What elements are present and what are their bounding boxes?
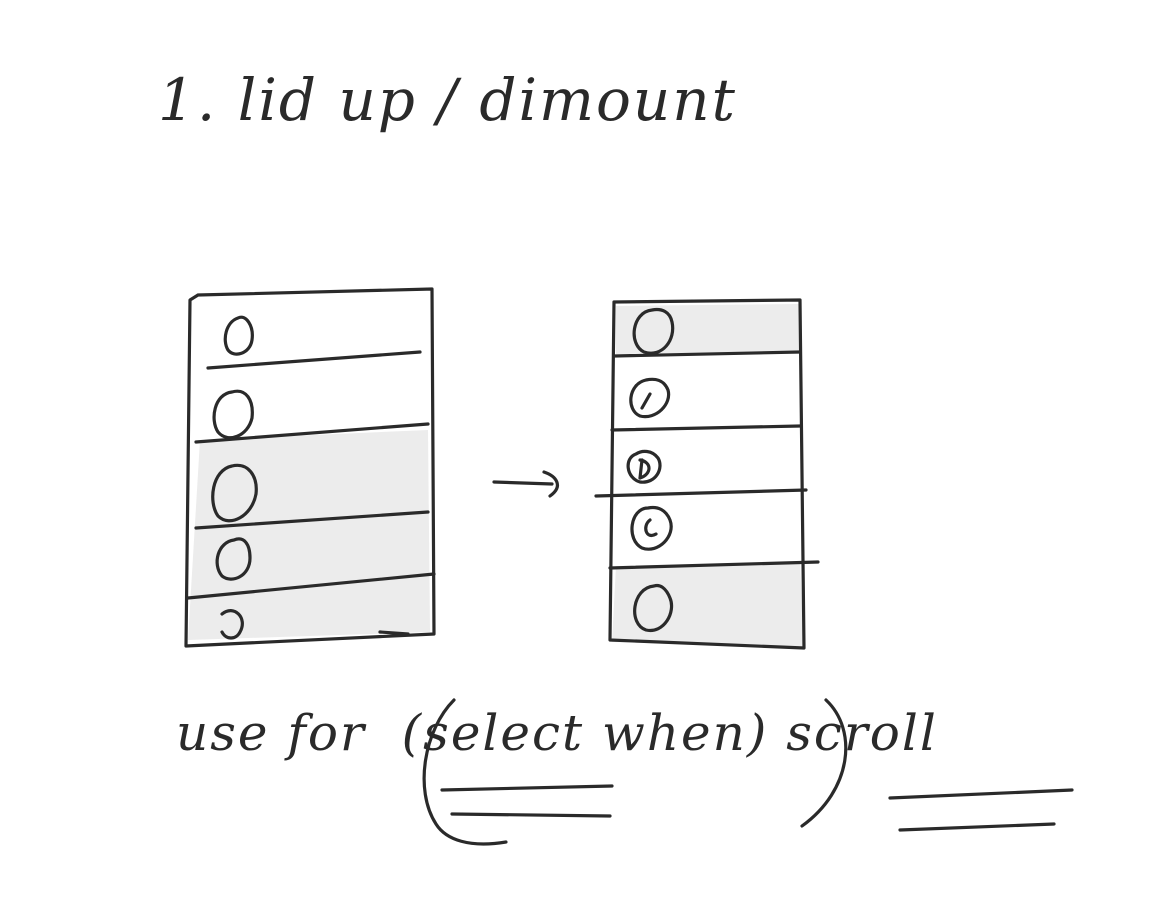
select-underline <box>450 812 612 818</box>
list-after-row-divider <box>612 350 802 358</box>
list-before-row-divider <box>378 630 410 636</box>
list-before-avatar <box>223 315 254 356</box>
list-after-avatar-mark <box>638 458 651 480</box>
list-after-avatar <box>629 377 671 419</box>
list-after-avatar <box>630 505 673 551</box>
caption-open-paren: ( <box>383 704 424 762</box>
list-before-row-divider <box>186 572 436 600</box>
list-after-avatar <box>633 583 674 632</box>
list-before-avatar <box>215 537 252 581</box>
bracket-left <box>422 698 508 846</box>
list-after-avatar <box>632 307 675 355</box>
transition-arrow-icon <box>492 470 559 498</box>
sketch-caption: use for (select when) scroll <box>176 704 938 762</box>
list-after-shade <box>616 304 800 354</box>
list-before-row-divider <box>206 350 422 370</box>
list-before-avatar <box>212 389 254 440</box>
caption-prefix: use for <box>176 704 366 762</box>
list-before <box>184 287 436 648</box>
list-before-shade <box>188 430 430 640</box>
list-before-row-divider <box>194 510 430 530</box>
caption-select: select <box>423 704 585 762</box>
list-before-row-divider <box>194 422 430 444</box>
list-after-row-divider <box>610 424 802 432</box>
list-after-row-divider <box>608 560 820 570</box>
list-after <box>594 298 820 650</box>
list-after-avatar-mark <box>644 518 658 537</box>
scroll-underline <box>888 788 1074 800</box>
list-before-frame <box>184 287 436 648</box>
select-underline <box>440 784 614 792</box>
list-before-avatar <box>211 463 258 523</box>
caption-close-paren: ) <box>746 704 769 762</box>
scroll-underline <box>898 822 1056 832</box>
list-after-row-divider <box>594 488 808 498</box>
caption-scroll: scroll <box>786 704 938 762</box>
list-after-shade <box>612 562 804 648</box>
bracket-right <box>800 698 848 828</box>
caption-when: when <box>602 704 747 762</box>
caption-emphasis <box>422 698 1074 846</box>
list-before-avatar <box>220 609 244 640</box>
list-after-avatar-mark <box>640 392 652 410</box>
list-after-frame <box>608 298 806 650</box>
list-after-avatar <box>626 449 662 484</box>
sketch-title: 1. lid up / dimount <box>158 66 737 134</box>
